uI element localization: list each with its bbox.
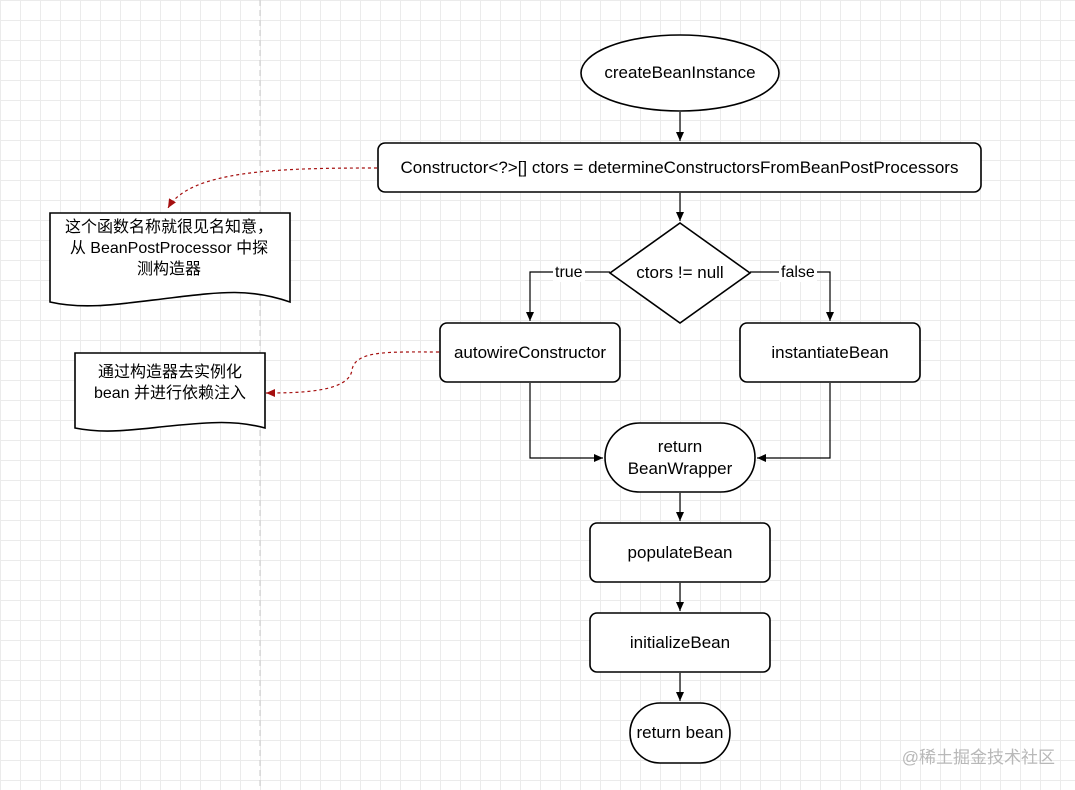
true-edge-label: true [553,264,585,282]
initialize-node: initializeBean [590,613,770,672]
decision-node-label: ctors != null [636,263,724,282]
instantiate-node-shape [739,322,921,383]
autowire-node: autowireConstructor [440,323,620,382]
return-wrapper-line1: return [657,436,703,456]
populate-node-label: populateBean [627,542,733,562]
note1-connector [167,167,378,209]
initialize-node-shape [589,612,771,673]
return-wrapper-node: return BeanWrapper [605,423,755,492]
note1-line2: 从 BeanPostProcessor 中探 [69,239,269,257]
note1-line3: 测构造器 [136,260,201,278]
decision-node: ctors != null [610,223,750,323]
start-node-label: createBeanInstance [604,63,756,82]
note1-line1: 这个函数名称就很见名知意， [64,218,273,236]
edge-instantiate-to-return-wrapper [757,383,831,462]
note-determine-constructors: 这个函数名称就很见名知意， 从 BeanPostProcessor 中探 测构造… [48,215,290,281]
note2-line2: bean 并进行依赖注入 [93,385,247,402]
instantiate-node: instantiateBean [740,323,920,382]
autowire-node-label: autowireConstructor [453,342,607,362]
note2-line1: 通过构造器去实例化 [97,364,242,381]
edge-false-to-instantiate [750,271,834,321]
end-node-label: return bean [636,723,724,742]
edge-autowire-to-return-wrapper [529,383,603,462]
watermark: @稀土掘金技术社区 [901,748,1055,767]
determine-node-label: Constructor<?>[] ctors = determineConstr… [400,157,959,177]
autowire-node-shape [439,322,621,383]
note2-shape [74,352,266,432]
note1-shape [49,212,291,307]
start-node-shape [580,34,780,112]
return-wrapper-node-shape [604,422,756,493]
determine-node: Constructor<?>[] ctors = determineConstr… [378,143,981,192]
populate-node: populateBean [590,523,770,582]
start-node: createBeanInstance [581,35,779,111]
instantiate-node-label: instantiateBean [771,342,889,362]
decision-node-shape [608,222,752,324]
initialize-node-label: initializeBean [629,632,731,652]
return-wrapper-line2: BeanWrapper [627,458,733,478]
end-node: return bean [630,703,730,763]
end-node-shape [629,702,731,764]
note-autowire-constructor: 通过构造器去实例化 bean 并进行依赖注入 [75,359,265,407]
determine-node-shape [377,142,982,193]
false-edge-label: false [779,264,817,282]
populate-node-shape [589,522,771,583]
note2-connector [265,351,440,397]
